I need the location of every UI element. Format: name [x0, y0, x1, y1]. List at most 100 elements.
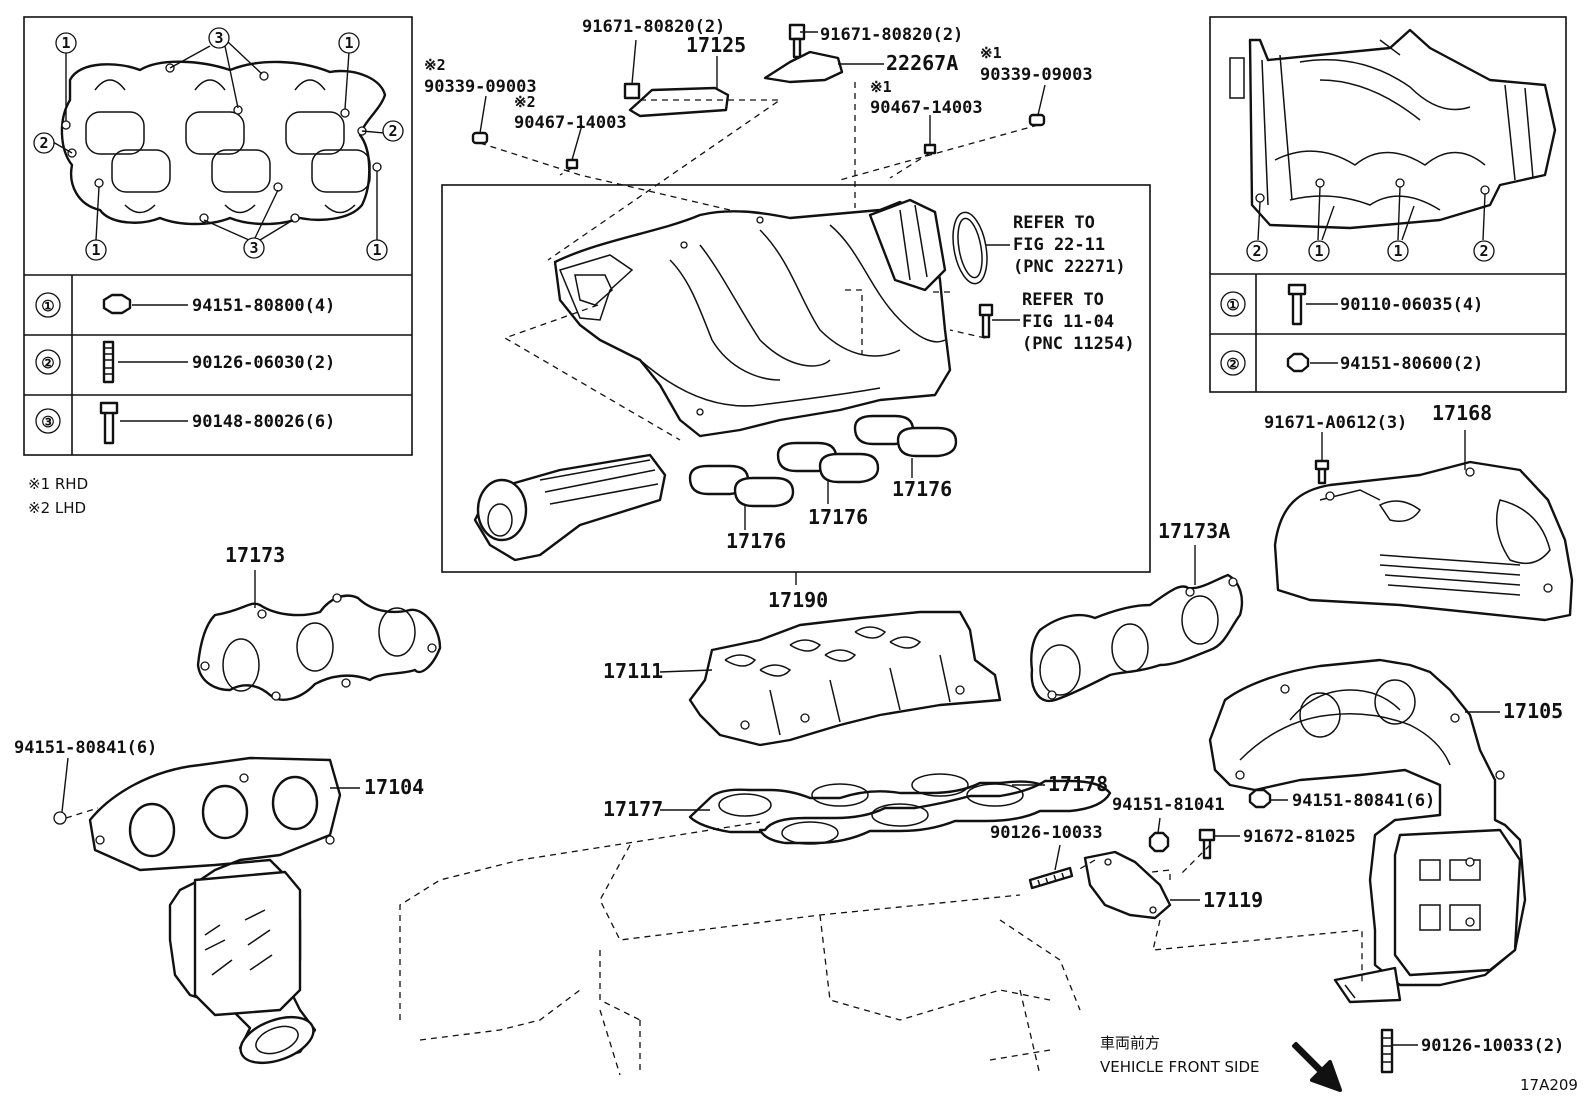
engine-block-outline — [399, 821, 1081, 1076]
guide-lines-upper — [479, 82, 1039, 441]
stud-90126-10033-right — [1380, 1028, 1394, 1074]
left-legend-row-1: ① 94151-80800(4) — [35, 292, 335, 318]
callout-17176-right: 17176 — [892, 477, 952, 501]
flange-bolt-icon — [1287, 283, 1307, 326]
gasket-17176-pair-c — [853, 414, 958, 458]
callout-90467-14003-right: 90467-14003 — [870, 98, 983, 118]
row-key: ② — [1226, 355, 1239, 373]
callout-17173: 17173 — [225, 543, 285, 567]
callout-94151-80841-right: 94151-80841(6) — [1292, 791, 1435, 811]
gasket-key-markers: 1 1 3 2 2 1 1 3 — [33, 27, 404, 261]
exhaust-manifold-17104 — [53, 756, 342, 1065]
row-key: ③ — [41, 413, 54, 431]
refer-22-11-line1: REFER TO — [1013, 213, 1095, 233]
callout-17125: 17125 — [686, 33, 746, 57]
note-rhd: ※1 RHD — [28, 475, 88, 493]
callout-17178: 17178 — [1048, 772, 1108, 796]
key-1-label: 1 — [372, 241, 381, 259]
nut-90467-b — [923, 143, 937, 155]
intake-gasket-drawing — [60, 60, 387, 226]
callout-90126-10033-right: 90126-10033(2) — [1421, 1036, 1564, 1056]
callout-94151-81041: 94151-81041 — [1112, 795, 1225, 815]
row-key: ② — [41, 354, 54, 372]
callout-mark-lhd-mid: ※2 — [514, 93, 536, 111]
gasket-17173a — [1030, 573, 1244, 703]
front-arrow-icon — [1292, 1042, 1342, 1092]
callout-91672-81025: 91672-81025 — [1243, 827, 1356, 847]
callout-90467-14003-left: 90467-14003 — [514, 113, 627, 133]
exhaust-manifold-17105 — [1208, 658, 1527, 1004]
left-legend-row-2: ② 90126-06030(2) — [35, 340, 335, 384]
part-number: 90110-06035(4) — [1340, 295, 1483, 315]
key-1-label: 1 — [61, 34, 70, 52]
callout-17105: 17105 — [1503, 699, 1563, 723]
callout-17176-left: 17176 — [726, 529, 786, 553]
part-number: 90148-80026(6) — [192, 412, 335, 432]
bracket-22267a — [763, 23, 844, 84]
callout-17176-mid: 17176 — [808, 505, 868, 529]
part-number: 94151-80800(4) — [192, 296, 335, 316]
stud-90126-10033-left — [1028, 866, 1074, 890]
callout-17190: 17190 — [768, 588, 828, 612]
sensor-plug — [978, 303, 994, 339]
flange-bolt-icon — [99, 401, 119, 445]
right-legend-box: 2 1 1 2 ① 90110-06035(4) ② 94151-80600(2… — [1209, 16, 1567, 393]
callout-mark-lhd-top: ※2 — [424, 56, 446, 74]
flange-nut-icon — [102, 293, 132, 315]
callout-mark-rhd-mid: ※1 — [870, 78, 892, 96]
callout-labels: 91671-80820(2) 91671-80820(2) 17125 2226… — [14, 17, 1564, 1056]
intake-plenum-17190 — [553, 198, 988, 438]
note-lhd: ※2 LHD — [28, 499, 86, 517]
nut-94151-81041 — [1148, 831, 1170, 853]
key-2-label: 2 — [1252, 242, 1261, 260]
guide-lines-lower — [1077, 844, 1363, 985]
gasket-17176-pair-b — [776, 441, 880, 484]
key-3-label: 3 — [249, 239, 258, 257]
figure-code: 17A209 — [1520, 1076, 1578, 1094]
callout-17104: 17104 — [364, 775, 424, 799]
plug-90339-b — [1028, 113, 1046, 127]
refer-11-04-line1: REFER TO — [1022, 290, 1104, 310]
callout-91671-80820-left: 91671-80820(2) — [582, 17, 725, 37]
callout-90126-10033-left: 90126-10033 — [990, 823, 1103, 843]
stud-bolt-icon — [102, 340, 115, 384]
direction-japanese: 車両前方 — [1100, 1034, 1160, 1052]
refer-11-04-line2: FIG 11-04 — [1022, 312, 1114, 332]
vehicle-front-indicator: 車両前方 VEHICLE FRONT SIDE — [1100, 1034, 1342, 1092]
gasket-17178 — [758, 779, 1112, 845]
callout-17119: 17119 — [1203, 888, 1263, 912]
left-legend-row-3: ③ 90148-80026(6) — [35, 401, 335, 445]
intake-plenum-drawing: 2 1 1 2 — [1229, 28, 1557, 262]
flange-nut-icon — [1286, 352, 1310, 373]
gasket-17176-pair-a — [688, 464, 795, 508]
bracket-17119 — [1083, 850, 1172, 920]
row-key: ① — [1226, 296, 1239, 314]
heat-insulator-17168 — [1273, 460, 1574, 622]
nut-94151-80841-right — [1248, 788, 1272, 809]
callout-91671-a0612: 91671-A0612(3) — [1264, 413, 1407, 433]
bracket-17125 — [623, 82, 730, 118]
right-legend-row-2: ② 94151-80600(2) — [1220, 350, 1483, 376]
key-1-label: 1 — [344, 34, 353, 52]
refer-22-11-line2: FIG 22-11 — [1013, 235, 1105, 255]
part-number: 90126-06030(2) — [192, 353, 335, 373]
key-1-label: 1 — [1393, 242, 1402, 260]
callout-94151-80841-left: 94151-80841(6) — [14, 738, 157, 758]
plug-90339-a — [471, 131, 489, 145]
refer-22-11-line3: (PNC 22271) — [1013, 257, 1126, 277]
key-1-label: 1 — [1314, 242, 1323, 260]
callout-17111: 17111 — [603, 659, 663, 683]
row-key: ① — [41, 297, 54, 315]
part-number: 94151-80600(2) — [1340, 354, 1483, 374]
key-2-label: 2 — [1479, 242, 1488, 260]
bolt-91672-81025 — [1198, 828, 1216, 860]
nut-90467-a — [565, 158, 579, 170]
right-legend-row-1: ① 90110-06035(4) — [1220, 283, 1483, 326]
gasket-17173 — [196, 593, 442, 701]
refer-11-04-line3: (PNC 11254) — [1022, 334, 1135, 354]
callout-mark-rhd-top: ※1 — [980, 44, 1002, 62]
air-control-valve — [473, 453, 667, 562]
callout-22267a: 22267A — [886, 51, 958, 75]
callout-90339-09003-right: 90339-09003 — [980, 65, 1093, 85]
